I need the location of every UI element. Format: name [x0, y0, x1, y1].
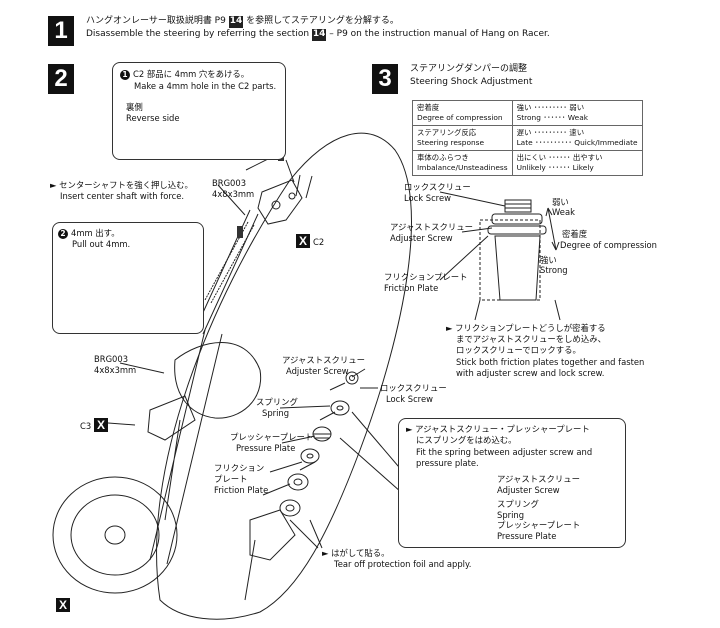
fit-box-ja-2: にスプリングをはめ込む。	[416, 435, 517, 445]
front-fork	[149, 329, 223, 565]
section-badge: 14	[228, 16, 244, 28]
callout-1-en: Make a 4mm hole in the C2 parts.	[134, 81, 277, 91]
spring-en: Spring	[262, 408, 290, 418]
c2-label: C2	[313, 237, 325, 247]
step-circle-1: 1	[120, 70, 130, 80]
callout-drill-hole	[112, 62, 286, 160]
adjuster-screw-en: Adjuster Screw	[286, 366, 349, 376]
fit-box-spring-ja: スプリング	[497, 499, 539, 509]
step3-lock-screw-ja: ロックスクリュー	[404, 182, 471, 192]
weak-ja: 弱い	[552, 197, 569, 207]
strong-ja: 強い	[540, 255, 557, 265]
step3-lock-screw-en: Lock Screw	[404, 193, 451, 203]
step-3-number: 3	[372, 64, 398, 94]
damper-assembly	[479, 219, 541, 301]
front-wheel	[52, 476, 178, 594]
friction-note-ja-2: までアジャストスクリューをしめ込み、	[456, 334, 606, 344]
x-mark: X	[56, 598, 70, 612]
tear-off-en: Tear off protection foil and apply.	[334, 559, 472, 569]
lock-screw-en: Lock Screw	[386, 394, 433, 404]
section-badge: 14	[311, 29, 327, 41]
fit-box-pressure-ja: プレッシャープレート	[497, 520, 581, 530]
fit-box-en-2: pressure plate.	[416, 458, 479, 468]
friction-note-en-2: with adjuster screw and lock screw.	[456, 368, 605, 378]
strong-en: Strong	[540, 265, 568, 275]
weak-en: Weak	[552, 207, 575, 217]
c3-bracket	[147, 395, 196, 441]
fit-box-ja-1: ► アジャストスクリュー・プレッシャープレート	[406, 424, 590, 434]
step3-adjuster-screw-ja: アジャストスクリュー	[390, 222, 473, 232]
reverse-side-en: Reverse side	[126, 113, 180, 123]
c3-label: C3	[80, 421, 92, 431]
fit-box-spring-en: Spring	[497, 510, 525, 520]
x-mark: X	[94, 418, 108, 432]
degree-ja: 密着度	[562, 229, 588, 239]
friction-plate-ja-1: フリクション	[214, 463, 265, 473]
c2-bracket	[257, 179, 303, 225]
step-circle-2: 2	[58, 229, 68, 239]
fit-box-adjuster-en: Adjuster Screw	[497, 485, 560, 495]
brg-top-name: BRG003	[212, 178, 247, 188]
steering-stem	[194, 209, 259, 335]
tear-off-ja: ► はがして貼る。	[322, 548, 390, 558]
step3-adjuster-screw-en: Adjuster Screw	[390, 233, 453, 243]
friction-note-ja-1: ► フリクションプレートどうしが密着する	[446, 323, 606, 333]
friction-plate-en: Friction Plate	[214, 485, 269, 495]
fit-box-adjuster-ja: アジャストスクリュー	[497, 474, 580, 484]
spring-ja: スプリング	[256, 397, 298, 407]
fairing-panel	[156, 132, 412, 620]
brg-mid-name: BRG003	[94, 354, 129, 364]
brg-top-size: 4x8x3mm	[212, 189, 255, 199]
pressure-plate-en: Pressure Plate	[236, 443, 296, 453]
center-shaft-ja: ► センターシャフトを強く押し込む。	[50, 180, 193, 190]
friction-note-en-1: Stick both friction plates together and …	[456, 357, 645, 367]
callout-2-en: Pull out 4mm.	[72, 239, 131, 249]
adjuster-screw-ja: アジャストスクリュー	[282, 355, 365, 365]
fit-box-en-1: Fit the spring between adjuster screw an…	[416, 447, 593, 457]
lock-screw-ja: ロックスクリュー	[380, 383, 447, 393]
step-3-title-en: Steering Shock Adjustment	[410, 77, 533, 87]
step3-friction-plate-ja: フリクションプレート	[384, 272, 468, 282]
x-mark: X	[296, 234, 310, 248]
step-1-text-en: Disassemble the steering by referring th…	[86, 29, 550, 41]
degree-en: Degree of compression	[560, 240, 657, 250]
step-3-title-ja: ステアリングダンパーの調整	[410, 64, 528, 74]
reverse-side-ja: 裏側	[126, 102, 143, 112]
step-2-number: 2	[48, 64, 74, 94]
pressure-plate-ja: プレッシャープレート	[230, 432, 314, 442]
brg-mid-size: 4x8x3mm	[94, 365, 137, 375]
step-1-text-ja: ハングオンレーサー取扱説明書 P9 14 を参照してステアリングを分解する。	[86, 16, 399, 28]
callout-pull-out	[52, 222, 204, 334]
step-1-number: 1	[48, 16, 74, 46]
center-shaft-en: Insert center shaft with force.	[60, 191, 185, 201]
fit-box-pressure-en: Pressure Plate	[497, 531, 557, 541]
fit-spring-box	[398, 418, 626, 548]
friction-plate-ja-2: プレート	[214, 474, 248, 484]
step3-friction-plate-en: Friction Plate	[384, 283, 439, 293]
friction-note-ja-3: ロックスクリューでロックする。	[456, 345, 581, 355]
center-shaft	[204, 221, 255, 304]
